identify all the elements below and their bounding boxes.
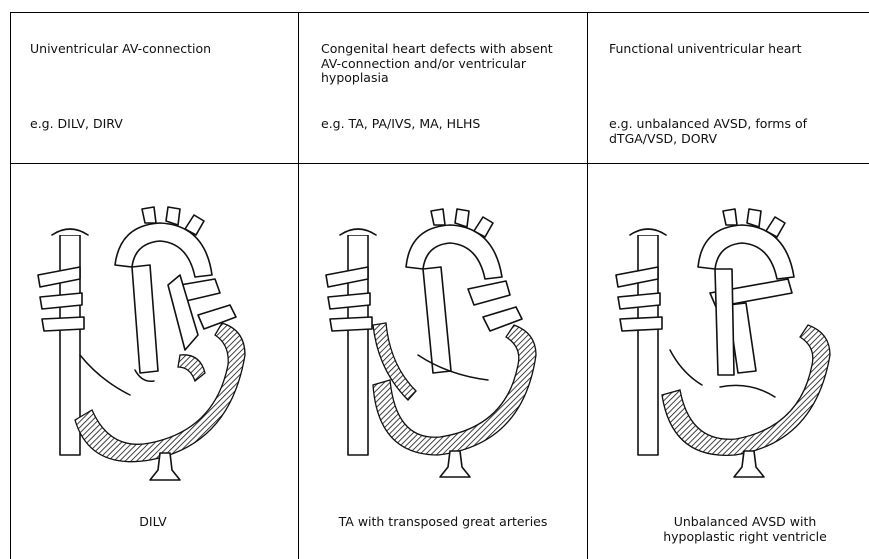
caption-2: TA with transposed great arteries: [318, 514, 568, 529]
table-border-left: [10, 12, 11, 559]
column-1-example: e.g. DILV, DIRV: [30, 116, 123, 131]
svc-cap: [52, 229, 88, 235]
column-3-example-cell: e.g. unbalanced AVSD, forms of dTGA/VSD,…: [609, 117, 809, 146]
column-2-example: e.g. TA, PA/IVS, MA, HLHS: [321, 116, 480, 131]
caption-3-text: Unbalanced AVSD with hypoplastic right v…: [663, 514, 827, 544]
column-2-title: Congenital heart defects with absent AV-…: [321, 42, 556, 86]
column-1-header: Univentricular AV-connection: [30, 42, 285, 57]
column-1-example-cell: e.g. DILV, DIRV: [30, 117, 285, 132]
column-divider-1: [298, 12, 299, 559]
column-2-header: Congenital heart defects with absent AV-…: [321, 42, 556, 86]
heart-illustration-dilv: [30, 205, 275, 485]
column-3-title: Functional univentricular heart: [609, 42, 859, 57]
caption-3: Unbalanced AVSD with hypoplastic right v…: [645, 514, 845, 544]
column-divider-2: [587, 12, 588, 559]
ventricle-wall-icon: [373, 325, 536, 455]
column-1-title: Univentricular AV-connection: [30, 42, 285, 57]
ventricle-wall-icon: [75, 323, 245, 462]
caption-2-text: TA with transposed great arteries: [339, 514, 548, 529]
column-3-example: e.g. unbalanced AVSD, forms of dTGA/VSD,…: [609, 116, 807, 146]
row-divider: [10, 163, 869, 164]
column-3-header: Functional univentricular heart: [609, 42, 859, 57]
caption-1: DILV: [88, 514, 218, 529]
caption-1-text: DILV: [139, 514, 166, 529]
table-border-top: [10, 12, 869, 13]
column-2-example-cell: e.g. TA, PA/IVS, MA, HLHS: [321, 117, 576, 132]
heart-illustration-ta: [318, 205, 563, 485]
heart-illustration-avsd: [610, 205, 855, 485]
